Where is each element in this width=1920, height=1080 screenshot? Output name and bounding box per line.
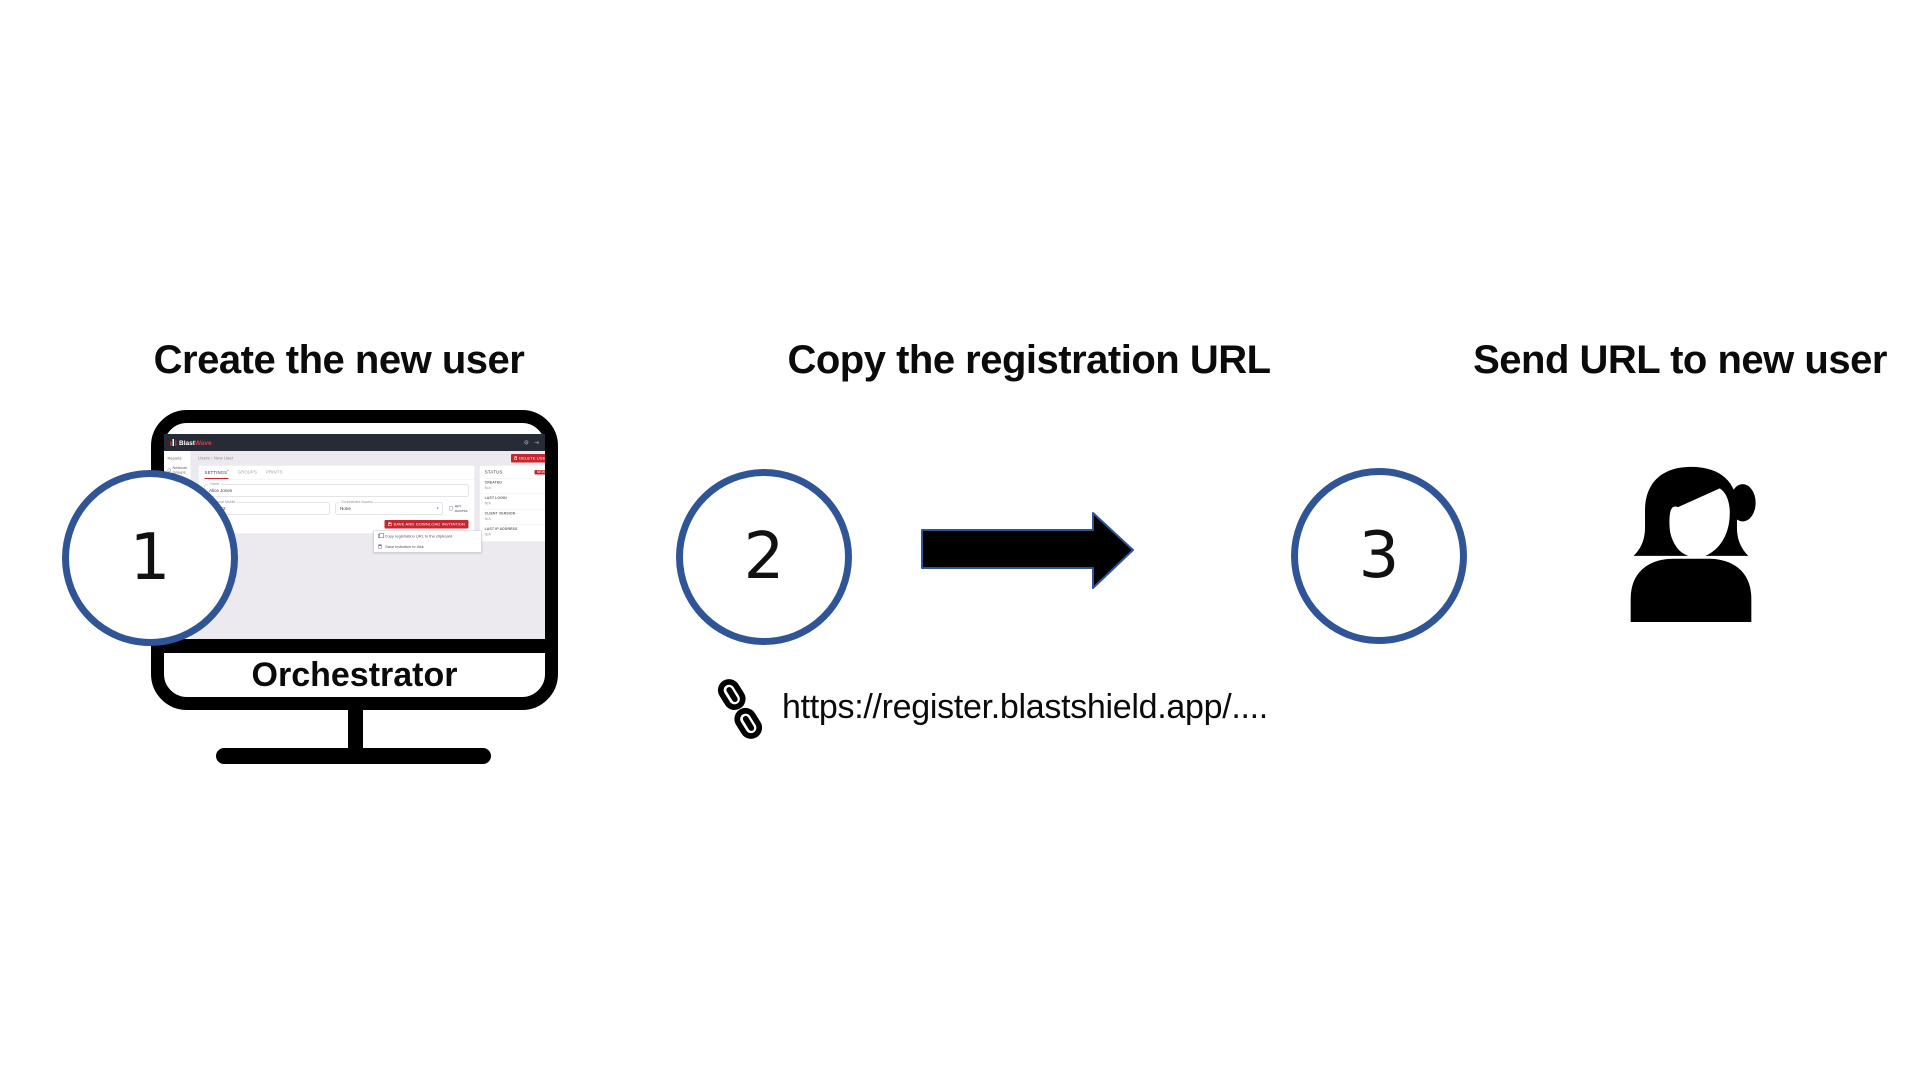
checkbox-icon <box>449 506 453 511</box>
breadcrumb-separator: › <box>211 455 213 461</box>
monitor-stand-neck <box>348 706 363 752</box>
chevron-down-icon: ▾ <box>436 505 439 511</box>
step1-title: Create the new user <box>153 338 525 382</box>
step2-title: Copy the registration URL <box>787 338 1271 382</box>
api-access-checkbox[interactable]: API Access <box>449 504 468 513</box>
status-panel: STATUS NEW CREATED N/A LAST LOGIN N/A <box>479 465 545 542</box>
settings-gear-icon[interactable]: ⚙ <box>523 439 529 446</box>
status-badge: NEW <box>534 469 545 475</box>
status-row: LAST IP ADDRESS N/A <box>484 524 545 537</box>
step2-circle: 2 <box>676 469 852 645</box>
status-row: CREATED N/A <box>484 478 545 490</box>
registration-url-text: https://register.blastshield.app/.... <box>782 688 1268 726</box>
menu-item-copy-registration-url[interactable]: Copy registration URL to the clipboard <box>374 531 481 542</box>
name-field-label: Name <box>208 482 222 486</box>
logo-text-wave: Wave <box>194 438 212 447</box>
menu-item-save-invitation[interactable]: Save invitation to disk <box>374 541 481 552</box>
monitor-divider <box>164 639 545 653</box>
tab-groups[interactable]: GROUPS <box>237 469 257 475</box>
sidebar-item-reports[interactable]: Reports <box>167 456 182 461</box>
name-field-value: Alice Jones <box>209 487 233 493</box>
step3-number: 3 <box>1358 519 1400 593</box>
invitation-dropdown-menu: Copy registration URL to the clipboard S… <box>373 530 482 553</box>
api-access-label: API Access <box>454 503 468 513</box>
download-icon <box>388 522 392 526</box>
monitor-label: Orchestrator <box>251 655 458 694</box>
mobile-field[interactable]: Personal Mobile +1 5552 <box>204 500 330 515</box>
mobile-field-label: Personal Mobile <box>208 500 237 504</box>
monitor-stand-base <box>216 748 491 764</box>
step3-circle: 3 <box>1291 468 1467 644</box>
tab-prints[interactable]: PRINTS <box>265 469 283 475</box>
status-row: CLIENT VERSION N/A <box>484 509 545 521</box>
tab-settings[interactable]: SETTINGS* <box>204 469 229 479</box>
access-select-label: Orchestrator Access <box>339 500 375 504</box>
access-select-value: None <box>340 505 351 511</box>
link-chain-icon <box>717 679 763 739</box>
status-row: LAST LOGIN N/A <box>484 493 545 506</box>
logout-icon[interactable]: ⇥ <box>533 439 539 446</box>
trash-icon <box>514 456 518 460</box>
blastwave-logo-icon <box>170 439 177 446</box>
step3-title: Send URL to new user <box>1473 338 1887 382</box>
right-arrow <box>921 512 1134 589</box>
step1-circle: 1 <box>62 470 238 646</box>
step1-number: 1 <box>129 521 171 595</box>
orchestrator-access-select[interactable]: Orchestrator Access None ▾ <box>335 500 444 515</box>
breadcrumb[interactable]: Users › New User <box>198 455 234 461</box>
user-form-card: SETTINGS* GROUPS PRINTS Name Alice Jones <box>198 465 482 553</box>
step2-number: 2 <box>743 520 785 594</box>
disk-icon <box>378 544 383 549</box>
save-and-download-invitation-button[interactable]: SAVE AND DOWNLOAD INVITATION <box>384 519 469 529</box>
new-user-person-icon <box>1630 466 1756 622</box>
logo-text-blast: Blast <box>179 438 195 447</box>
delete-user-button[interactable]: DELETE USER <box>511 453 545 463</box>
app-header: Blast Wave ⚙ ⇥ <box>164 434 545 451</box>
status-panel-title: STATUS <box>484 469 503 475</box>
tab-settings-mark: * <box>227 469 229 474</box>
copy-icon <box>378 533 385 539</box>
name-field[interactable]: Name Alice Jones <box>204 482 469 497</box>
